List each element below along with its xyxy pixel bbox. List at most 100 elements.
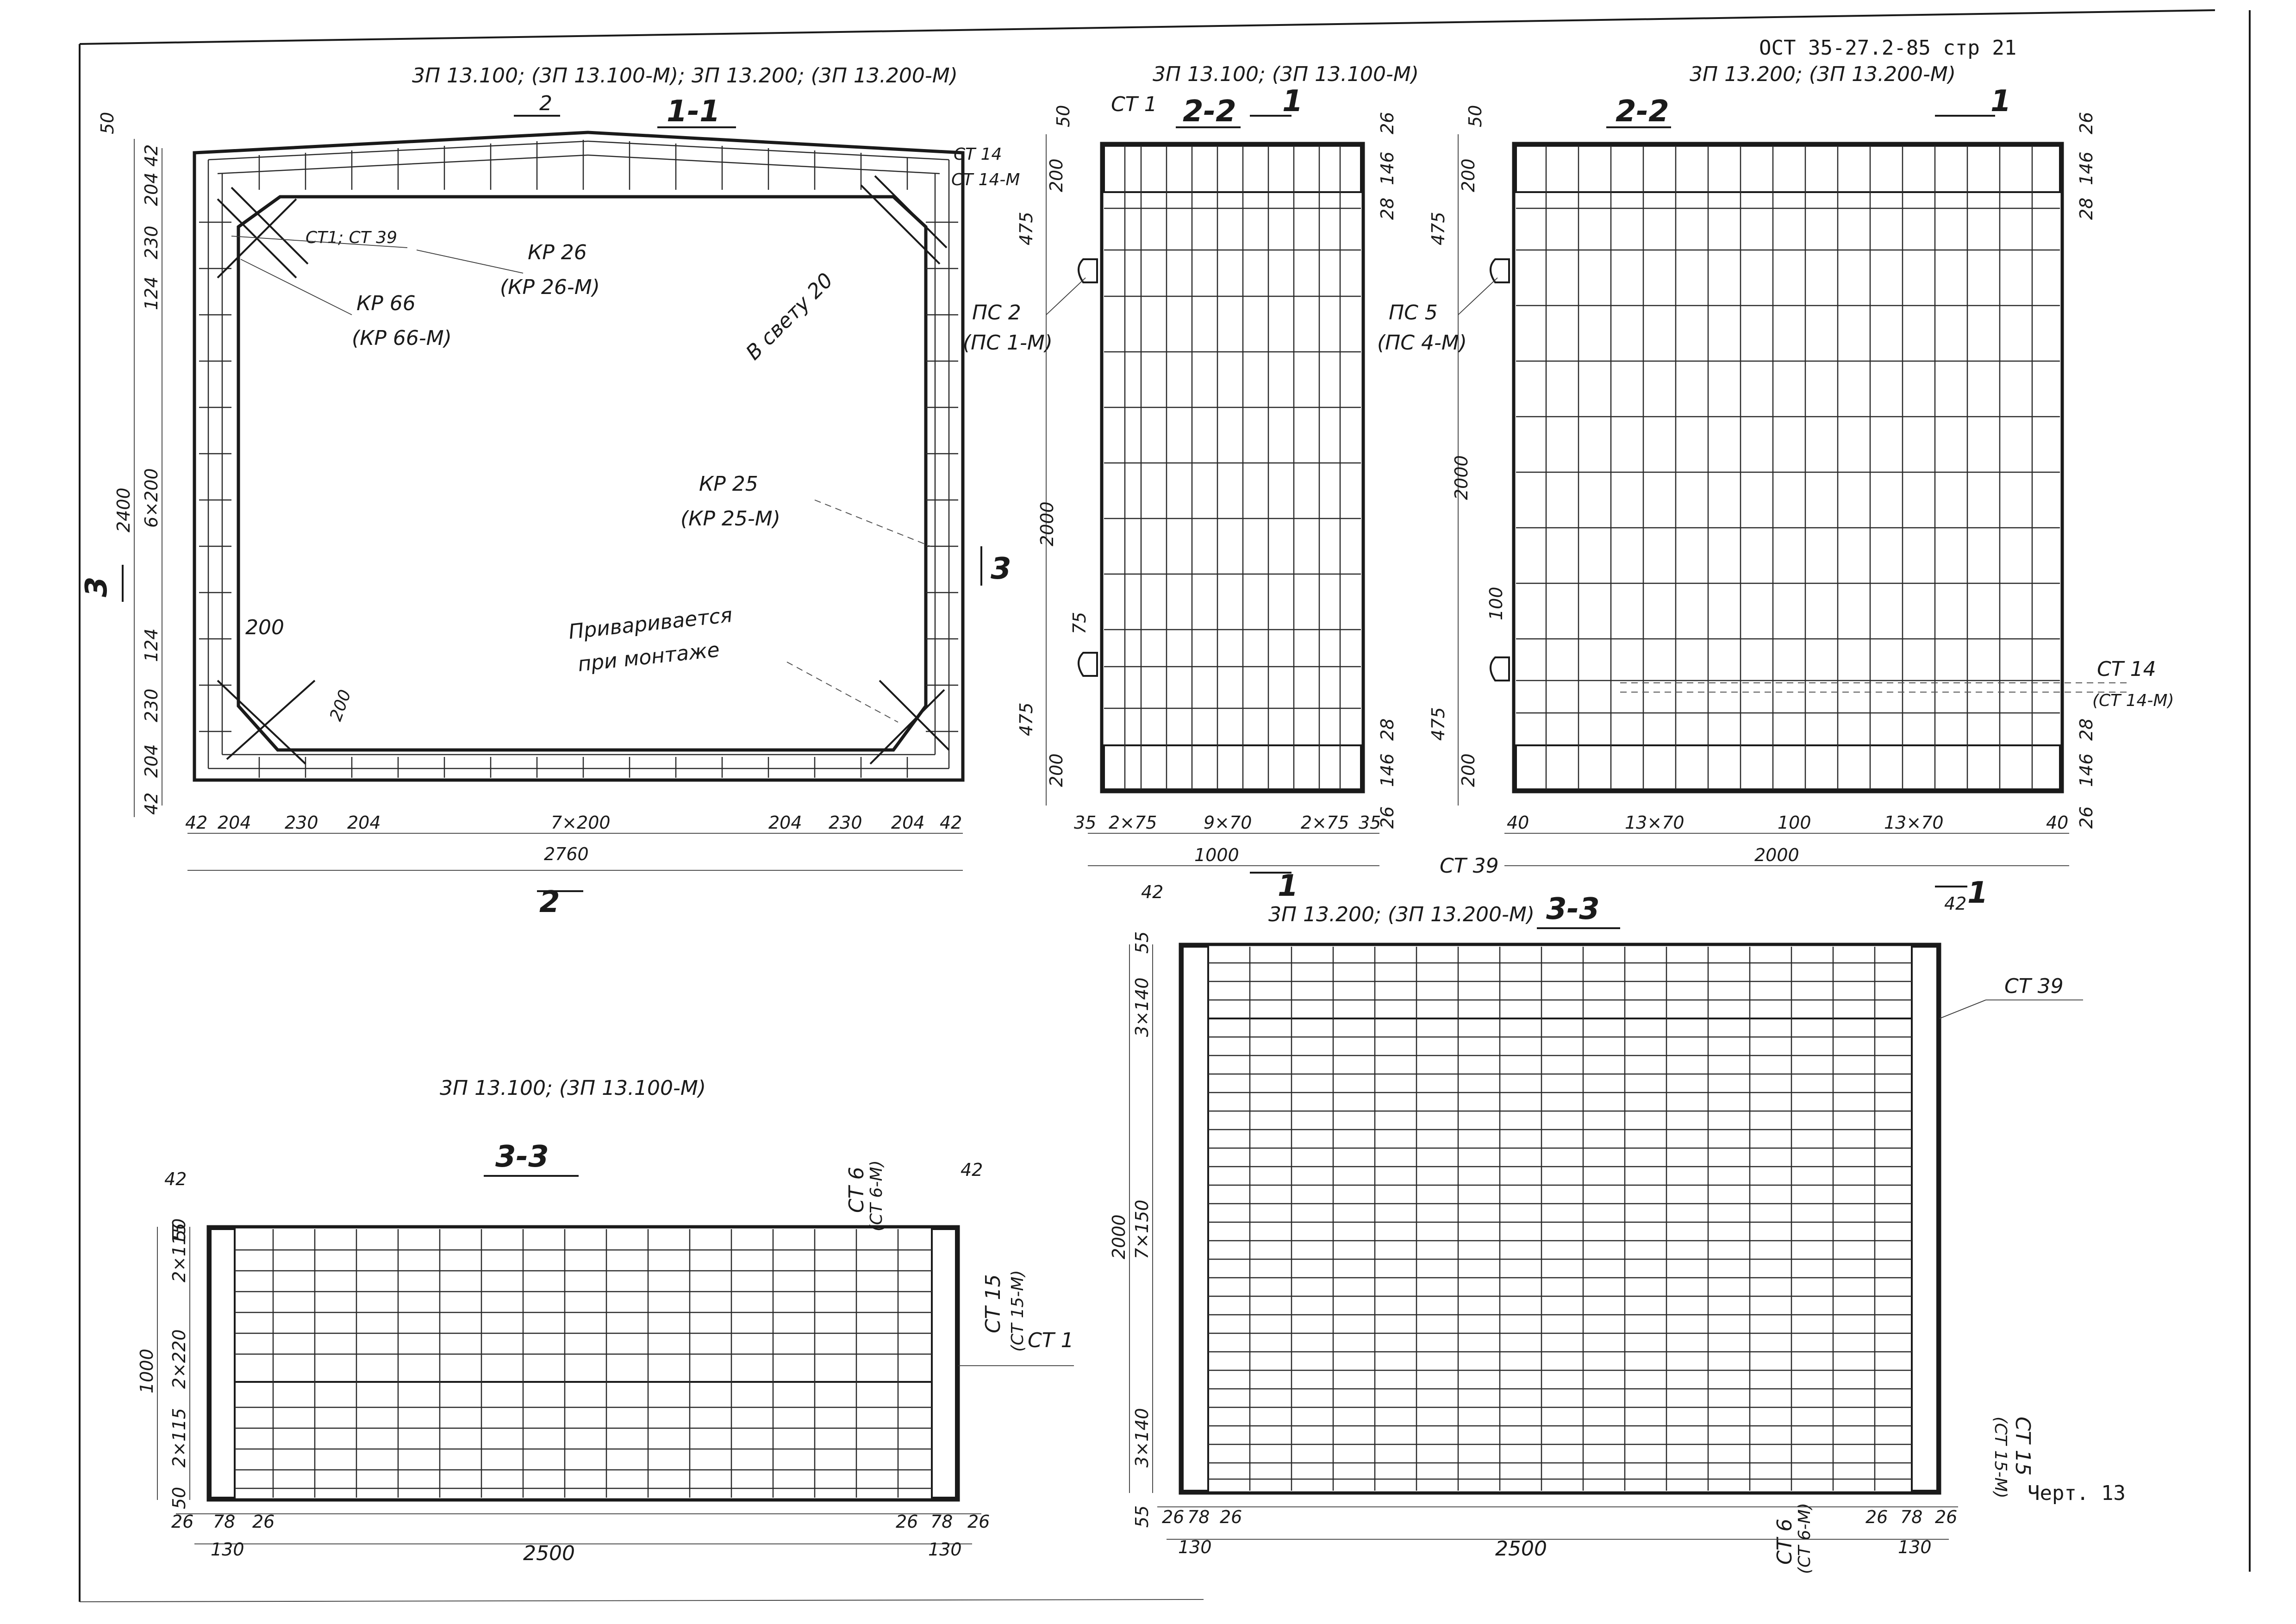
dim-2-2s-200: 200 xyxy=(1046,158,1067,192)
dim-2-2l-r-26b: 26 xyxy=(2076,806,2096,829)
dim-3-3s-1000: 1000 xyxy=(137,1349,157,1393)
dim-2-2l-r-146b: 146 xyxy=(2076,753,2096,787)
dim-left-6x200: 6×200 xyxy=(141,468,162,528)
label-kr66m: (КР 66-М) xyxy=(352,326,452,350)
label-weld-note-2: при монтаже xyxy=(577,638,721,676)
dim-3-3s-50: 50 xyxy=(169,1218,189,1241)
dim-3-3s-overall-2500: 2500 xyxy=(523,1542,575,1565)
label-weld-note-1: Приваривается xyxy=(568,603,734,644)
dim-left-230: 230 xyxy=(141,225,162,259)
dim-200-left: 200 xyxy=(245,616,284,639)
dim-2-2l-r-146: 146 xyxy=(2076,151,2096,185)
dim-2-2s-r-28b: 28 xyxy=(1377,718,1398,741)
dim-bottom-42: 42 xyxy=(185,812,207,833)
dim-bottom-7x200: 7×200 xyxy=(551,812,611,833)
dim-bottom-204c: 204 xyxy=(768,812,802,833)
cut-mark-2-2-large-top: 1 xyxy=(1990,84,2011,119)
dim-left-124b: 124 xyxy=(141,628,162,662)
dim-2-2s-200b: 200 xyxy=(1046,753,1067,787)
section-1-1-label: 1-1 xyxy=(667,94,720,129)
dim-3-3l-55: 55 xyxy=(1132,931,1152,954)
dim-3-3s-2x115b: 2×115 xyxy=(169,1408,189,1468)
dim-3-3s-50b: 50 xyxy=(169,1487,189,1509)
dim-2-2l-b-100: 100 xyxy=(1778,812,1811,833)
dim-3-3s-top-42b: 42 xyxy=(961,1160,983,1180)
dim-2-2l-r-26: 26 xyxy=(2076,112,2096,134)
dim-2-2s-b-2x75b: 2×75 xyxy=(1301,812,1349,833)
mesh-3-3-large xyxy=(1208,947,1912,1491)
dim-bottom-204b: 204 xyxy=(347,812,381,833)
mesh-grid xyxy=(1104,146,1361,789)
panel-outline xyxy=(1100,142,1365,793)
label-v-svetu: В свету 20 xyxy=(742,269,838,365)
section-3-3-large-title: 3П 13.200; (3П 13.200-М) xyxy=(1268,903,1535,926)
dim-2-2l-b-40b: 40 xyxy=(2046,812,2068,833)
dim-3-3l-b-78b: 78 xyxy=(1900,1507,1922,1527)
dim-2-2s-50: 50 xyxy=(1053,105,1073,127)
dim-2-2s-r-26: 26 xyxy=(1377,112,1398,134)
dim-2-2s-r-28: 28 xyxy=(1377,198,1398,220)
dim-2-2l-b-40: 40 xyxy=(1507,812,1529,833)
label-kr66: КР 66 xyxy=(356,292,416,315)
label-st14m-large: (СТ 14-М) xyxy=(2092,691,2174,710)
label-st6-small: СТ 6 xyxy=(845,1167,868,1213)
dim-left-124: 124 xyxy=(141,276,162,310)
dim-2-2l-50: 50 xyxy=(1465,105,1485,127)
dim-2-2l-overall-2000: 2000 xyxy=(1754,845,1799,865)
frame-opening xyxy=(237,195,928,752)
lifting-loop-large-bottom xyxy=(1490,656,1510,681)
section-3-3-large-label: 3-3 xyxy=(1546,892,1600,926)
dim-3-3s-b-130: 130 xyxy=(211,1539,244,1560)
cut-mark-top: 2 xyxy=(539,92,552,115)
dim-2-2l-100: 100 xyxy=(1486,587,1506,620)
dim-3-3l-7x150: 7×150 xyxy=(1132,1199,1152,1259)
dim-2-2s-75: 75 xyxy=(1069,612,1090,634)
panel-outline-large xyxy=(1512,142,2064,793)
dim-bottom-230: 230 xyxy=(285,812,318,833)
dim-3-3l-2000: 2000 xyxy=(1109,1214,1129,1259)
panel-3-3-small xyxy=(206,1225,960,1502)
dim-2-2l-475: 475 xyxy=(1428,212,1448,245)
dim-3-3l-55b: 55 xyxy=(1132,1505,1152,1528)
dim-3-3s-b-78: 78 xyxy=(213,1512,235,1532)
label-kr25: КР 25 xyxy=(699,472,758,496)
label-ps4m: (ПС 4-М) xyxy=(1377,331,1467,355)
dim-3-3s-b-26: 26 xyxy=(171,1512,193,1532)
label-st39-2-2: СТ 39 xyxy=(1440,854,1499,878)
label-st6m-large: (СТ 6-М) xyxy=(1795,1503,1814,1574)
section-3-3-large: 3П 13.200; (3П 13.200-М) 3-3 1 xyxy=(1109,876,2083,1574)
dim-overall-2760: 2760 xyxy=(544,844,589,864)
section-3-3-small: 3П 13.100; (3П 13.100-М) 3-3 xyxy=(137,1076,1074,1565)
section-1-1-title: 3П 13.100; (3П 13.100-М); 3П 13.200; (3П… xyxy=(412,64,958,87)
dim-2-2s-r-146: 146 xyxy=(1377,151,1398,185)
dim-bottom-204: 204 xyxy=(218,812,251,833)
lifting-loop-large-top xyxy=(1490,258,1510,283)
dim-left-230b: 230 xyxy=(141,688,162,722)
dim-3-3l-top-42: 42 xyxy=(1141,882,1163,902)
dim-3-3l-3x140: 3×140 xyxy=(1132,977,1152,1037)
dim-2-2s-b-9x70: 9×70 xyxy=(1204,812,1252,833)
label-st15m-large: (СТ 15-М) xyxy=(1991,1417,2010,1499)
frame-outline xyxy=(193,131,965,782)
dim-2-2s-r-146b: 146 xyxy=(1377,753,1398,787)
label-st15-large: СТ 15 xyxy=(2011,1417,2034,1476)
dim-3-3l-b-26: 26 xyxy=(1162,1507,1184,1527)
label-st14: СТ 14 xyxy=(954,145,1002,164)
label-st15-small: СТ 15 xyxy=(981,1274,1005,1333)
section-2-2-large-label: 2-2 xyxy=(1616,94,1669,129)
dim-2-2l-b-13x70b: 13×70 xyxy=(1884,812,1944,833)
lifting-loop-top xyxy=(1078,258,1098,283)
lifting-loop-bottom xyxy=(1078,652,1098,677)
label-kr26: КР 26 xyxy=(528,241,587,264)
stirrups-bottom xyxy=(258,757,908,778)
label-st15m-small: (СТ 15-М) xyxy=(1008,1270,1027,1352)
dim-3-3s-2x220: 2×220 xyxy=(169,1329,189,1389)
dim-2-2l-200b: 200 xyxy=(1458,753,1479,787)
dim-left-204b: 204 xyxy=(141,744,162,778)
label-st1-small: СТ 1 xyxy=(1028,1329,1074,1352)
section-2-2-small: 3П 13.100; (3П 13.100-М) СТ 1 2-2 1 xyxy=(963,62,1419,903)
dim-2-2s-475: 475 xyxy=(1016,212,1036,245)
dim-2-2s-2000: 2000 xyxy=(1037,501,1057,546)
corner-haunch-bars xyxy=(217,175,950,765)
